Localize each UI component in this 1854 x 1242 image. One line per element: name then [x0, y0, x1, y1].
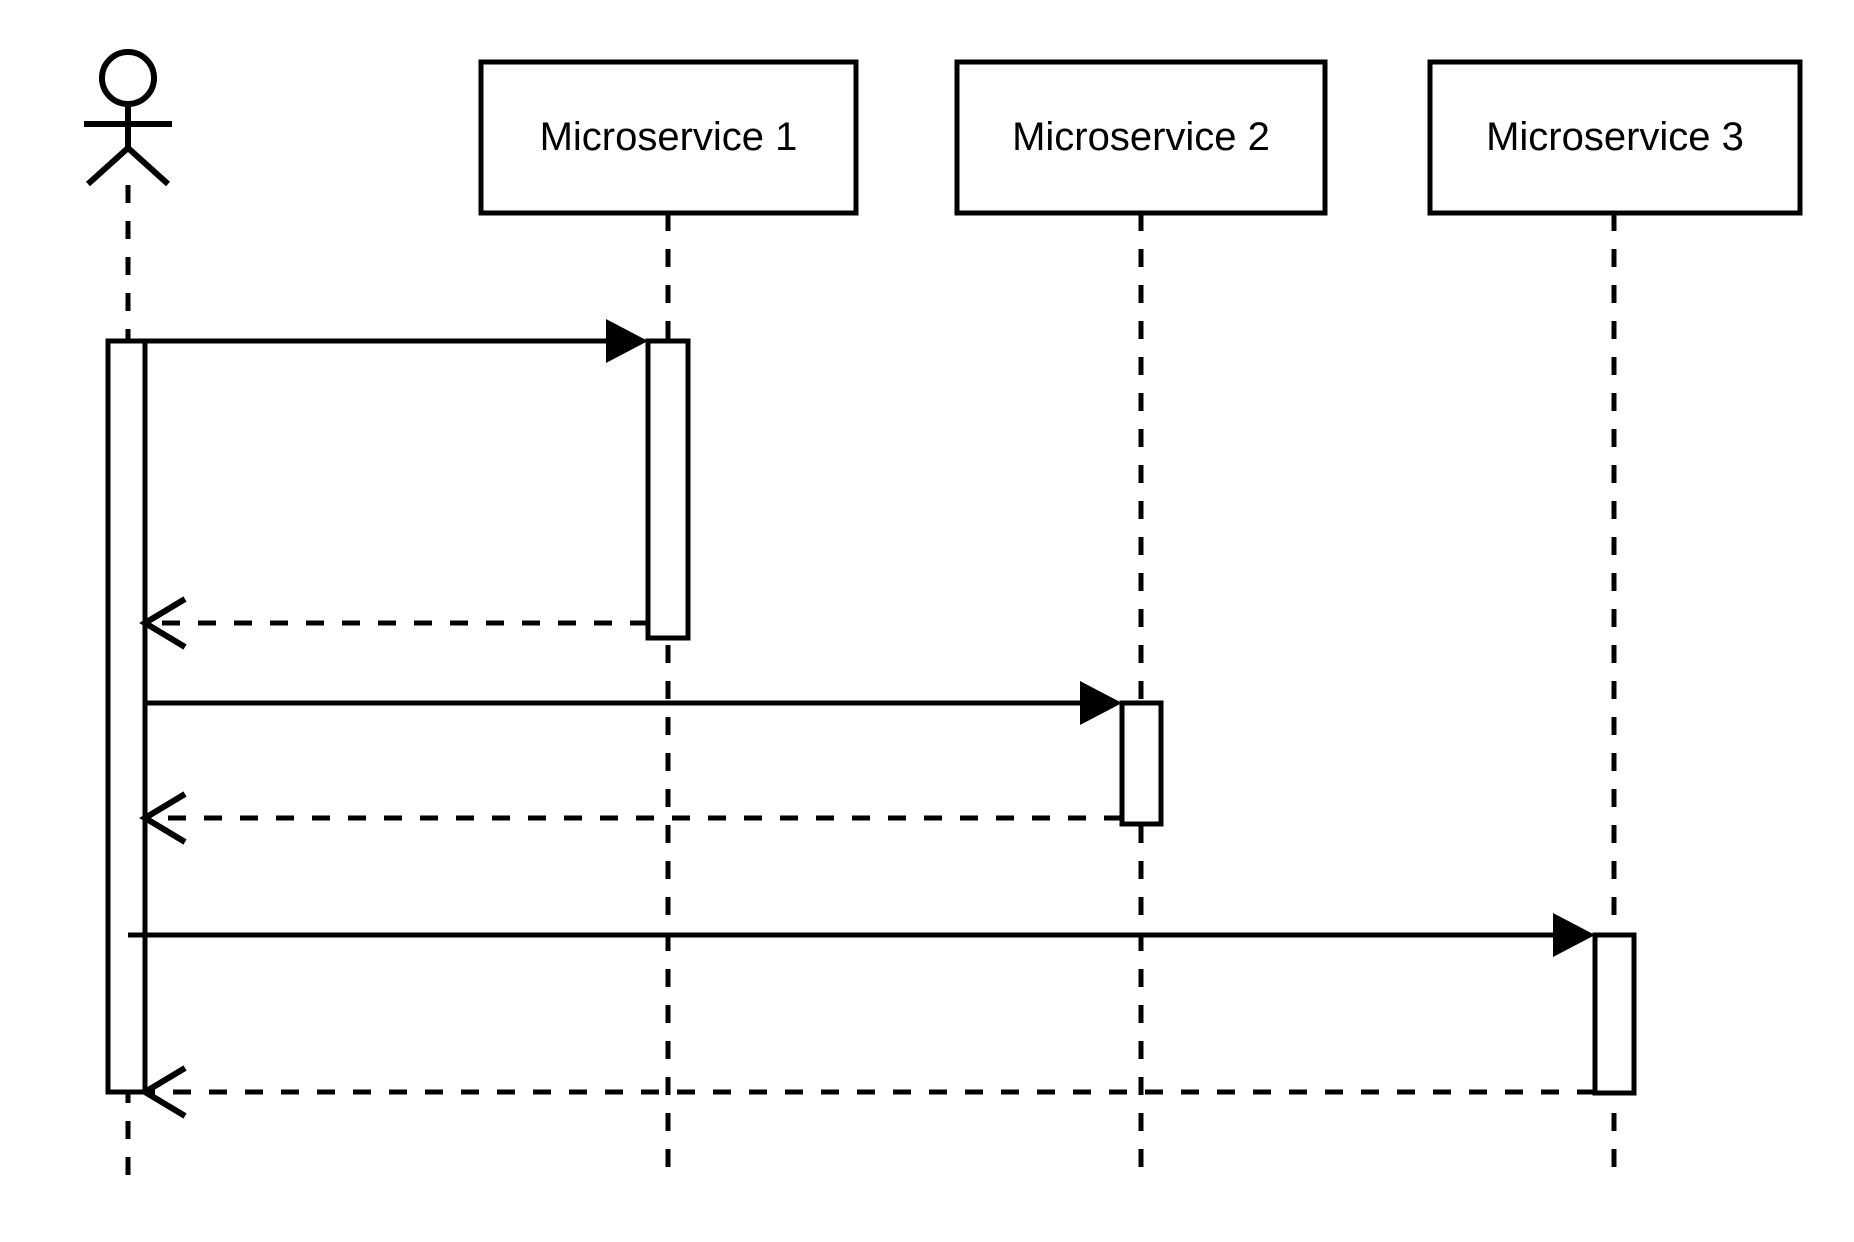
message-6[interactable]: [139, 1065, 1595, 1119]
message-6-arrowhead-open: [139, 1065, 187, 1119]
participant-label-microservice-3: Microservice 3: [1486, 115, 1744, 159]
participant-label-microservice-2: Microservice 2: [1012, 115, 1270, 159]
participant-box-group: Microservice 1 Microservice 2 Microservice…: [478, 59, 1803, 216]
message-5-arrowhead-filled: [1553, 913, 1595, 957]
message-1[interactable]: [108, 319, 648, 363]
activation-actor[interactable]: [105, 338, 148, 1095]
actor-right-leg-line: [125, 145, 171, 187]
message-2-arrowhead-open: [139, 596, 187, 650]
participant-box-microservice-1[interactable]: [478, 59, 859, 216]
activation-ms3[interactable]: [1592, 932, 1637, 1096]
participant-microservice-1[interactable]: Microservice 1: [478, 59, 859, 216]
message-1-arrowhead-filled: [606, 319, 648, 363]
participant-microservice-2[interactable]: Microservice 2: [954, 59, 1328, 216]
message-3[interactable]: [145, 681, 1122, 725]
message-4[interactable]: [139, 791, 1122, 845]
participant-box-microservice-2[interactable]: [954, 59, 1328, 216]
activation-bar-group: [105, 338, 1637, 1096]
actor-left-leg-line: [85, 145, 131, 187]
activation-ms2[interactable]: [1119, 700, 1164, 827]
message-2[interactable]: [139, 596, 648, 650]
message-arrow-group: [108, 319, 1595, 1119]
lifeline-group: [125, 185, 1617, 1180]
actor-stick-figure-icon[interactable]: [84, 49, 172, 187]
participant-microservice-3[interactable]: Microservice 3: [1427, 59, 1803, 216]
message-5[interactable]: [128, 913, 1595, 957]
message-3-arrowhead-filled: [1080, 681, 1122, 725]
participant-label-microservice-1: Microservice 1: [540, 115, 798, 159]
message-4-arrowhead-open: [139, 791, 187, 845]
activation-ms1[interactable]: [645, 338, 691, 641]
actor-head-icon: [99, 49, 157, 107]
participant-box-microservice-3[interactable]: [1427, 59, 1803, 216]
